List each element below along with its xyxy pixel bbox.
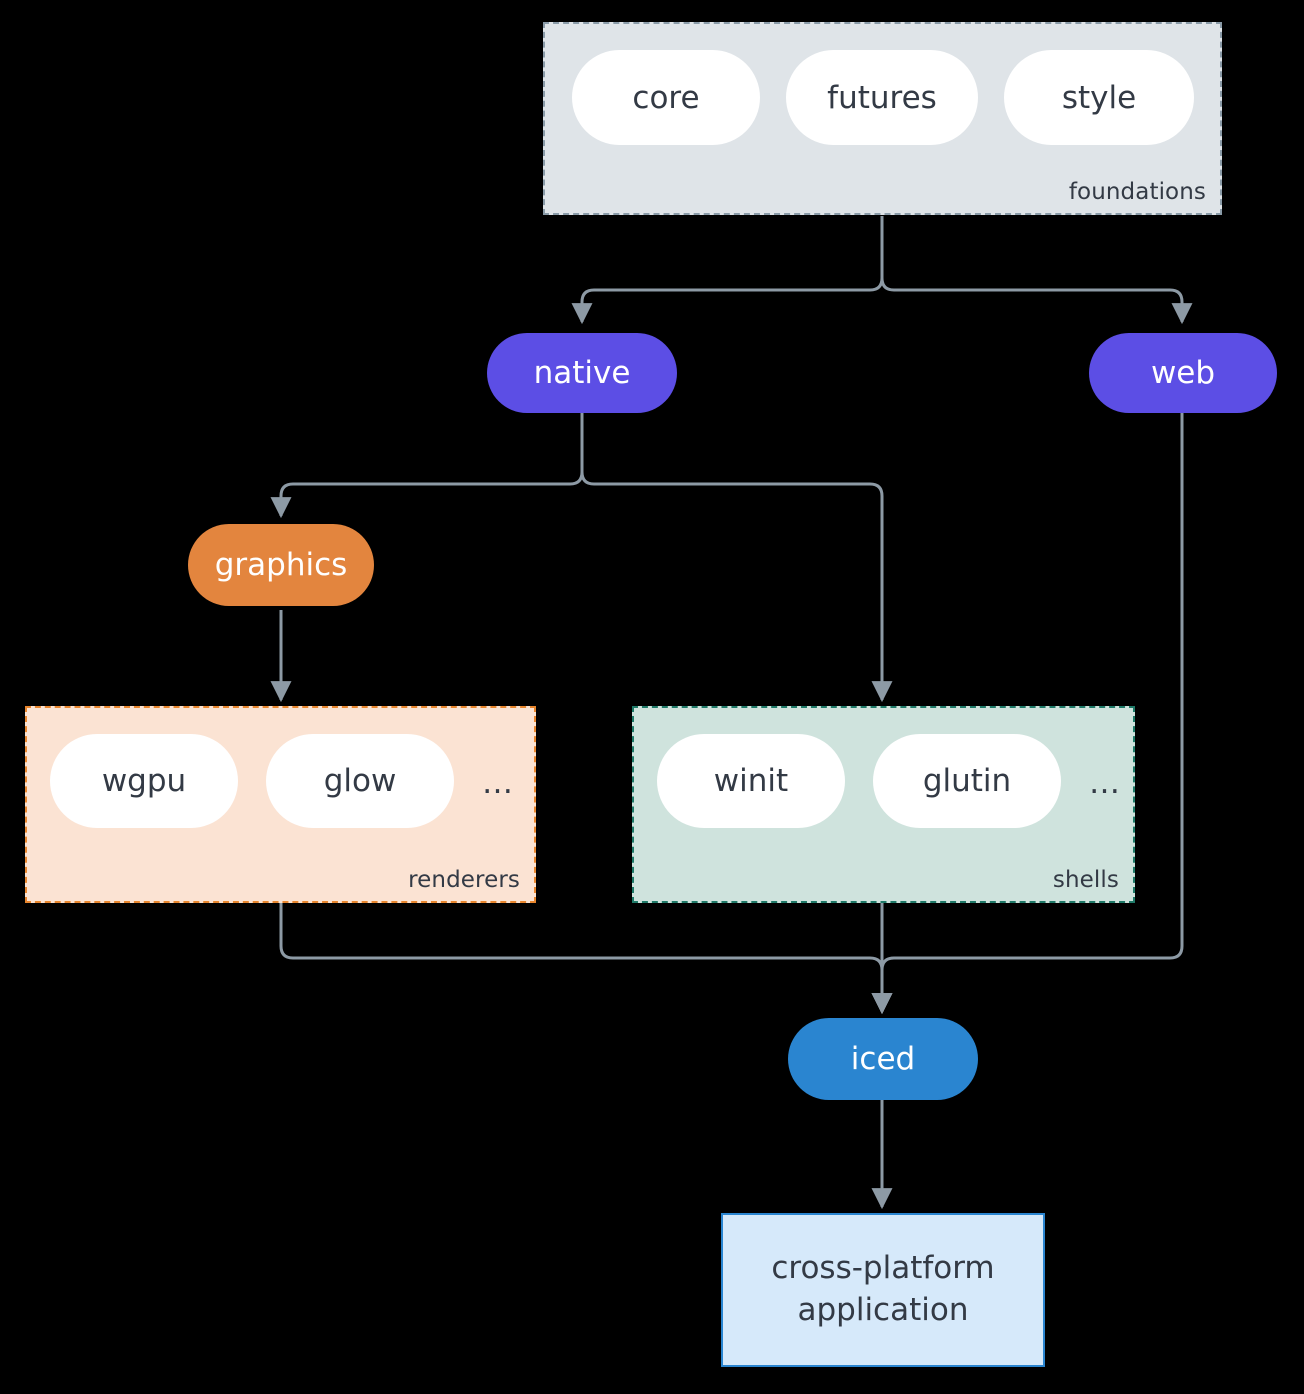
node-web[interactable]: web	[1089, 333, 1277, 413]
node-native[interactable]: native	[487, 333, 677, 413]
edge-native-shells	[580, 412, 893, 703]
node-application-line1: cross-platform	[771, 1250, 995, 1287]
node-graphics[interactable]: graphics	[188, 524, 374, 606]
node-renderers-more: …	[482, 765, 513, 801]
edge-foundations-native	[571, 216, 884, 325]
node-application[interactable]: cross-platform application	[721, 1213, 1045, 1367]
cluster-label-renderers: renderers	[408, 867, 520, 893]
node-style[interactable]: style	[1004, 50, 1194, 145]
node-glow-label: glow	[323, 763, 397, 799]
edge-web-iced	[871, 412, 1184, 1015]
node-web-label: web	[1150, 355, 1216, 391]
node-winit[interactable]: winit	[657, 734, 845, 828]
node-application-label: cross-platform application	[771, 1248, 994, 1332]
node-wgpu[interactable]: wgpu	[50, 734, 238, 828]
node-glutin[interactable]: glutin	[873, 734, 1061, 828]
node-glow[interactable]: glow	[266, 734, 454, 828]
node-futures-label: futures	[827, 79, 937, 116]
cluster-label-shells: shells	[1052, 867, 1119, 893]
node-wgpu-label: wgpu	[101, 763, 187, 799]
node-winit-label: winit	[713, 763, 789, 799]
node-style-label: style	[1061, 79, 1137, 116]
node-futures[interactable]: futures	[786, 50, 978, 145]
node-application-line2: application	[797, 1292, 969, 1328]
node-core-label: core	[632, 79, 700, 116]
node-iced-label: iced	[850, 1041, 916, 1077]
edge-native-graphics	[270, 412, 584, 519]
edge-renderers-iced	[279, 903, 893, 1015]
node-core[interactable]: core	[572, 50, 760, 145]
node-iced[interactable]: iced	[788, 1018, 978, 1100]
node-shells-more: …	[1089, 765, 1120, 801]
edge-foundations-web	[880, 216, 1193, 325]
node-native-label: native	[533, 355, 631, 391]
cluster-label-foundations: foundations	[1068, 179, 1206, 205]
node-glutin-label: glutin	[922, 763, 1012, 799]
node-graphics-label: graphics	[214, 547, 348, 583]
